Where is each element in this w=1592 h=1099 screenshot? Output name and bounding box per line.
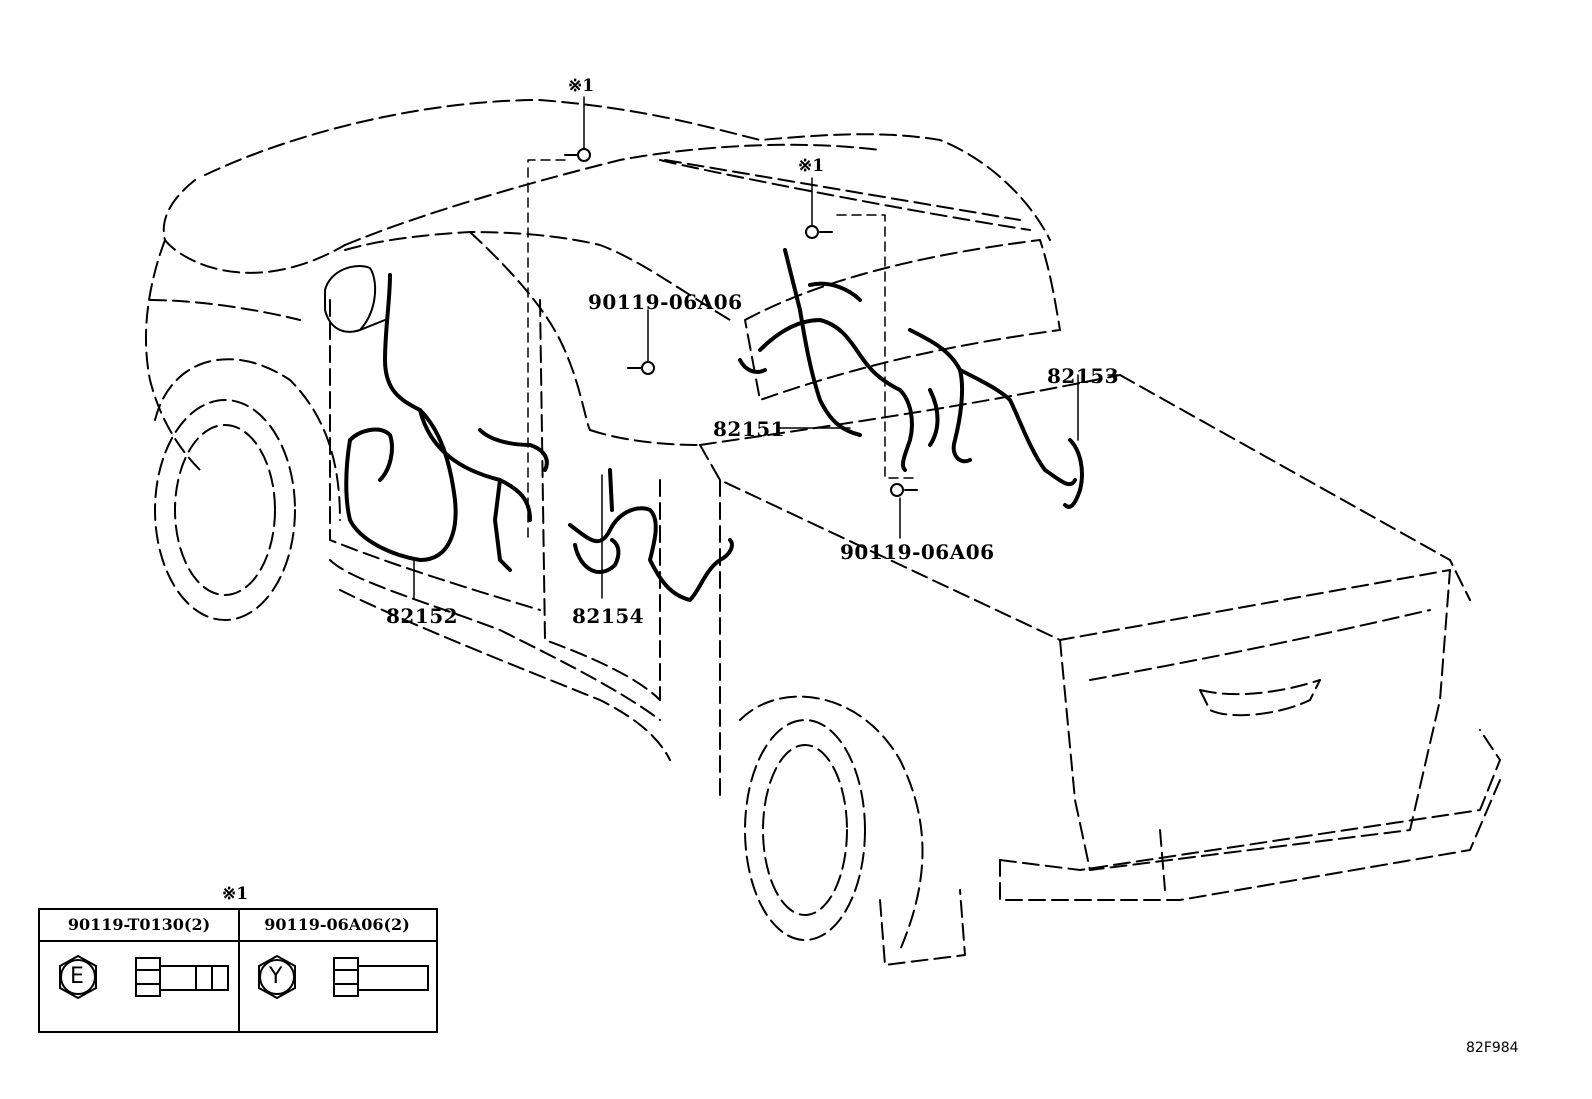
callout-82152: 82152: [386, 604, 459, 628]
legend-column-e: 90119-T0130(2): [40, 910, 240, 1031]
note-reference-frames: [527, 159, 918, 541]
bolt-roof-front: [564, 148, 591, 162]
legend-mark-e: E: [70, 964, 84, 989]
legend-drawings: [59, 954, 429, 1000]
side-mirror: [324, 265, 386, 333]
harness-82152: [344, 273, 549, 572]
diagram-code: 82F984: [1466, 1040, 1519, 1056]
note-marker-roof-rear: ※1: [798, 156, 825, 176]
bolt-floor: [890, 483, 918, 497]
legend-header-y: 90119-06A06(2): [238, 910, 436, 942]
harness-82154: [568, 468, 734, 602]
callout-bolt-upper: 90119-06A06: [588, 290, 743, 314]
bolt-roof-rear: [805, 225, 833, 239]
note-marker-roof-front: ※1: [568, 76, 595, 96]
legend-marker: ※1: [222, 884, 249, 904]
callout-82154: 82154: [572, 604, 645, 628]
harness-82153: [908, 328, 1084, 509]
callout-82151: 82151: [713, 417, 786, 441]
bolt-pillar: [627, 361, 655, 375]
callout-bolt-lower: 90119-06A06: [840, 540, 995, 564]
vehicle-outline: [145, 99, 1501, 966]
legend-mark-y: Y: [269, 964, 283, 989]
legend-column-y: 90119-06A06(2): [238, 910, 436, 1031]
leader-lines: [413, 96, 1119, 599]
legend-header-e: 90119-T0130(2): [40, 910, 238, 942]
fastener-legend: 90119-T0130(2) 90119-06A06(2): [38, 908, 438, 1033]
callout-82153: 82153: [1047, 364, 1120, 388]
harness-82151: [738, 248, 914, 472]
